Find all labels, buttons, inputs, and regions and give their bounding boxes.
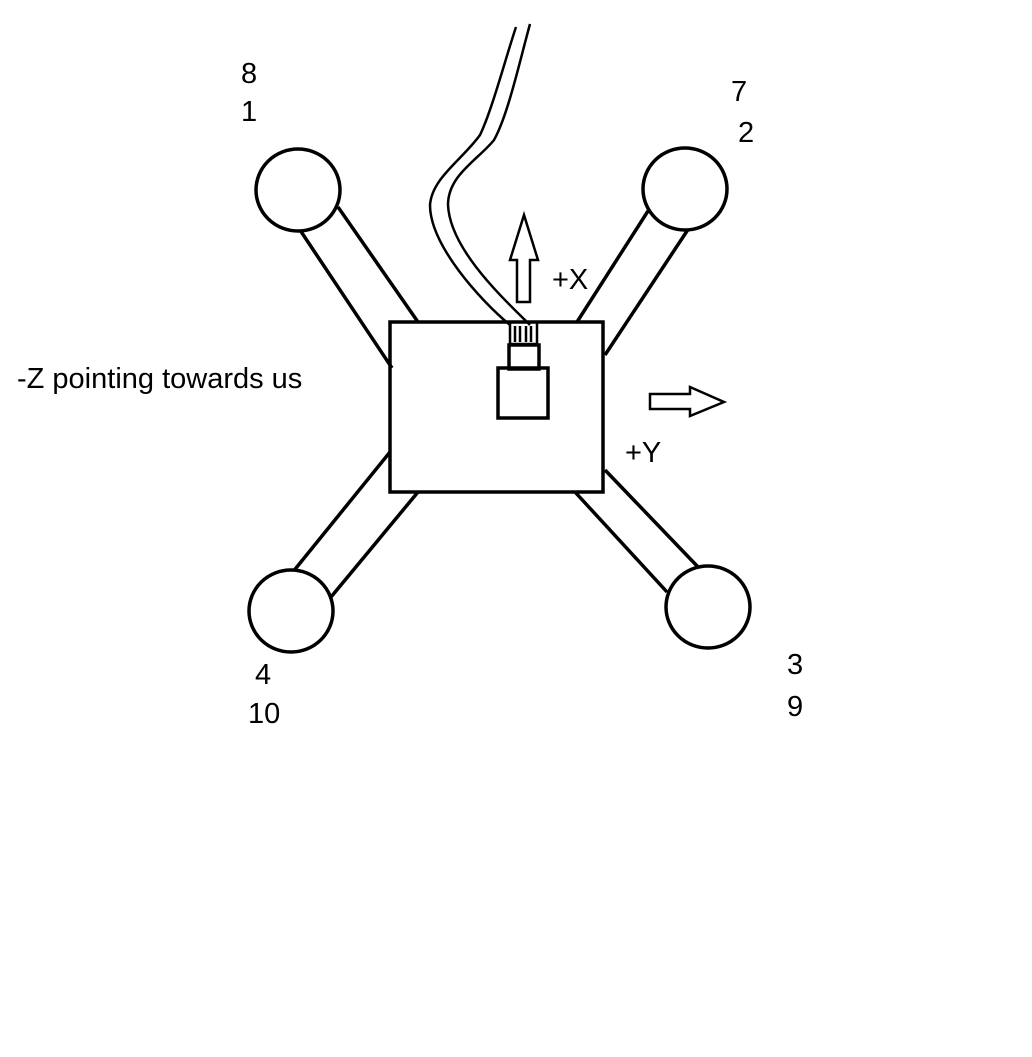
motor-bottom-left-label-1: 4 bbox=[255, 659, 272, 691]
arm-bottom-right bbox=[573, 468, 701, 594]
rotor-bottom-left bbox=[247, 568, 335, 654]
arm-bottom-left bbox=[290, 450, 420, 599]
motor-top-right-label-2: 2 bbox=[738, 117, 755, 149]
arm-top-left bbox=[298, 206, 420, 369]
y-axis-label: +Y bbox=[625, 437, 662, 469]
y-axis-arrow-icon bbox=[648, 385, 728, 418]
motor-top-left-label-2: 1 bbox=[241, 96, 258, 128]
center-body bbox=[388, 320, 605, 494]
cable bbox=[428, 23, 532, 326]
camera-sensor bbox=[496, 320, 550, 420]
rotor-top-right bbox=[641, 146, 729, 232]
x-axis-label: +X bbox=[552, 264, 589, 296]
orientation-note: -Z pointing towards us bbox=[17, 363, 303, 395]
motor-bottom-right-label-1: 3 bbox=[787, 649, 804, 681]
motor-bottom-right-label-2: 9 bbox=[787, 691, 804, 723]
x-axis-arrow-icon bbox=[508, 210, 540, 304]
motor-top-right-label-1: 7 bbox=[731, 76, 748, 108]
motor-bottom-left-label-2: 10 bbox=[248, 698, 281, 730]
arm-top-right bbox=[575, 210, 691, 356]
rotor-top-left bbox=[254, 147, 342, 233]
motor-top-left-label-1: 8 bbox=[241, 58, 258, 90]
rotor-bottom-right bbox=[664, 564, 752, 650]
